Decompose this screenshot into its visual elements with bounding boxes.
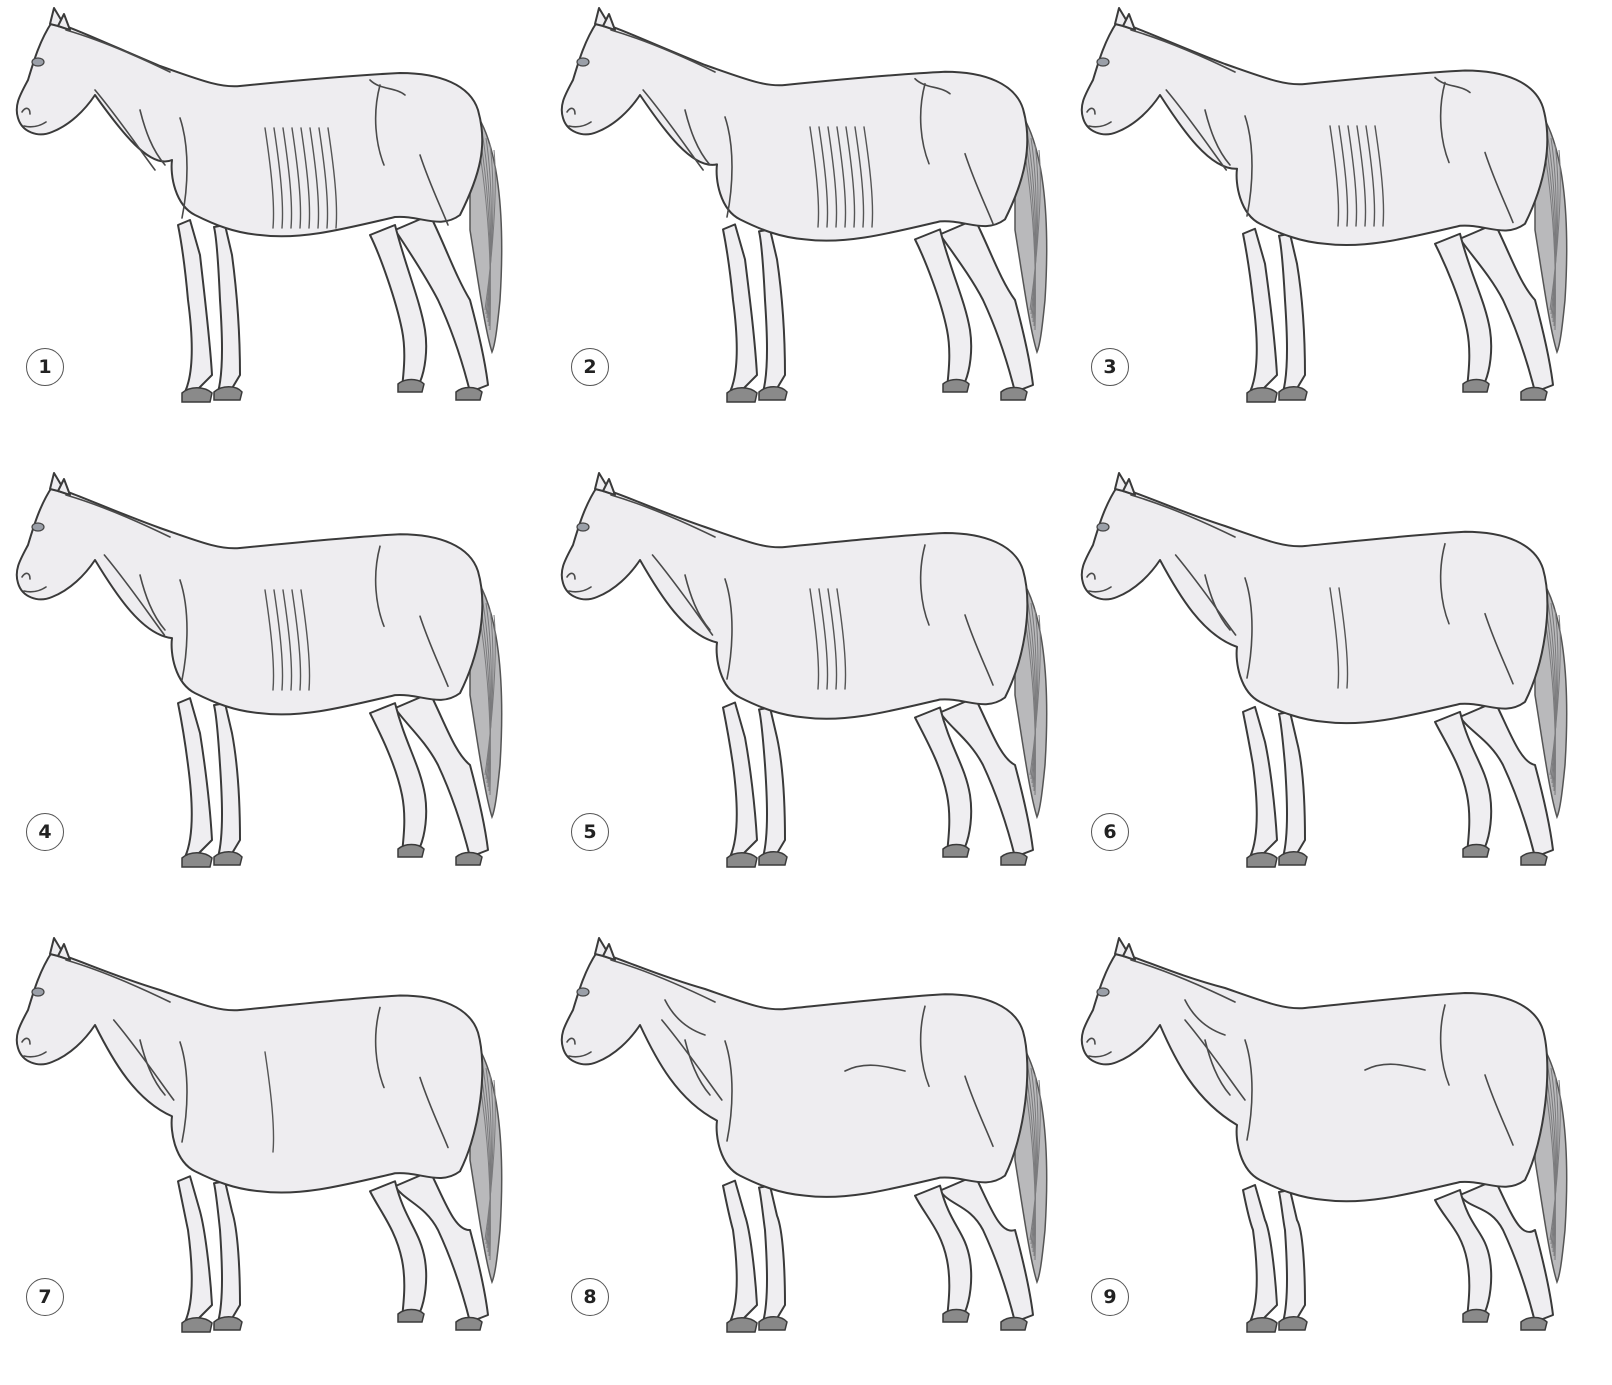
horse-panel-8: 8	[545, 930, 1082, 1385]
panel-number-label: 4	[38, 821, 51, 843]
panel-number-badge: 9	[1091, 1278, 1129, 1316]
horse-illustration	[0, 930, 537, 1385]
horse-panel-4: 4	[0, 465, 537, 920]
panel-number-label: 6	[1103, 821, 1116, 843]
panel-number-badge: 2	[571, 348, 609, 386]
panel-number-badge: 6	[1091, 813, 1129, 851]
panel-number-label: 5	[583, 821, 596, 843]
panel-number-label: 1	[38, 356, 51, 378]
panel-number-badge: 3	[1091, 348, 1129, 386]
horse-panel-9: 9	[1065, 930, 1602, 1385]
panel-number-label: 8	[583, 1286, 596, 1308]
horse-panel-6: 6	[1065, 465, 1602, 920]
horse-illustration	[545, 0, 1082, 455]
horse-panel-2: 2	[545, 0, 1082, 455]
panel-number-label: 2	[583, 356, 596, 378]
horse-illustration	[545, 465, 1082, 920]
panel-number-badge: 8	[571, 1278, 609, 1316]
horse-panel-5: 5	[545, 465, 1082, 920]
horse-illustration	[1065, 465, 1602, 920]
horse-panel-3: 3	[1065, 0, 1602, 455]
panel-number-badge: 5	[571, 813, 609, 851]
horse-illustration	[0, 465, 537, 920]
horse-illustration	[0, 0, 537, 455]
horse-illustration	[1065, 930, 1602, 1385]
horse-illustration	[1065, 0, 1602, 455]
horse-illustration	[545, 930, 1082, 1385]
panel-number-badge: 1	[26, 348, 64, 386]
panel-number-label: 3	[1103, 356, 1116, 378]
horse-panel-7: 7	[0, 930, 537, 1385]
panel-number-label: 7	[38, 1286, 51, 1308]
panel-number-badge: 4	[26, 813, 64, 851]
panel-number-label: 9	[1103, 1286, 1116, 1308]
horse-panel-1: 1	[0, 0, 537, 455]
panel-number-badge: 7	[26, 1278, 64, 1316]
